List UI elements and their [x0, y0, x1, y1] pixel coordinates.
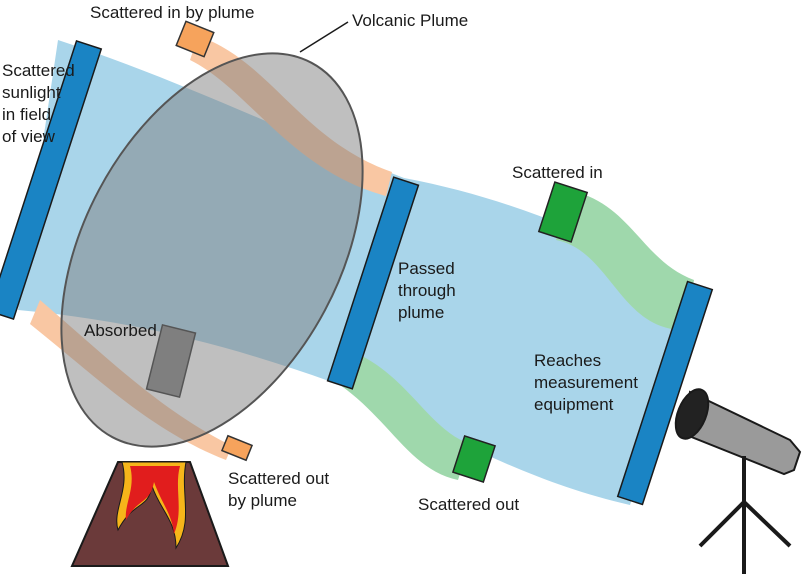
plume-exit-panel	[326, 176, 420, 390]
scattered-out-path	[340, 355, 470, 480]
scattered-in-path	[556, 190, 694, 330]
scattered-sunlight-label: Scattered sunlight in field of view	[2, 61, 80, 146]
scattered-in-by-plume-label: Scattered in by plume	[90, 3, 254, 22]
passed-through-plume-label: Passed through plume	[398, 259, 460, 322]
volcanic-plume-leader	[299, 21, 349, 53]
scattered-in-box	[537, 181, 589, 243]
absorbed-label: Absorbed	[84, 321, 157, 340]
scattered-in-by-plume-box	[175, 20, 215, 58]
scattered-out-by-plume-box	[220, 434, 254, 462]
sunlight-panel	[0, 39, 103, 321]
scattered-out-label: Scattered out	[418, 495, 519, 514]
telescope-icon	[674, 388, 802, 574]
scattered-in-label: Scattered in	[512, 163, 603, 182]
volcano-icon	[70, 461, 230, 567]
volcanic-plume	[60, 52, 364, 448]
absorbed-box	[145, 323, 197, 399]
scattered-out-box	[451, 435, 497, 483]
volcanic-plume-label: Volcanic Plume	[352, 11, 468, 30]
scattered-out-by-plume-label: Scattered out by plume	[228, 469, 334, 510]
reaches-equipment-label: Reaches measurement equipment	[534, 351, 643, 414]
equipment-panel	[616, 280, 714, 506]
